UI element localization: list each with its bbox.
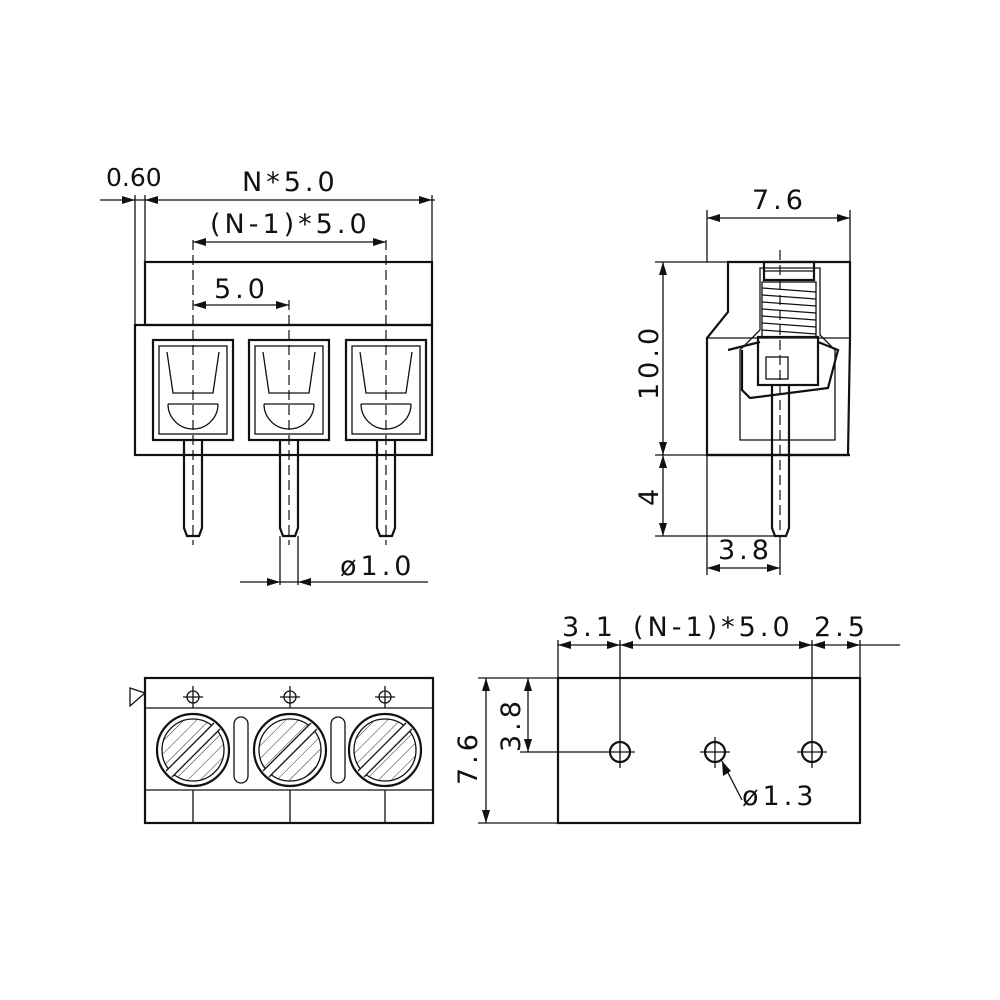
pcb-footprint-outline [556,676,862,825]
spring-clip [727,340,840,400]
dim-label-hole-dia: ø1.3 [742,781,817,812]
slot-2 [330,716,346,784]
front-body-outline [133,323,434,457]
screw-holes [155,712,423,788]
dim-label-total: N*5.0 [242,167,339,198]
dim-label-wall: 0.60 [106,163,162,192]
dim-label-span: (N-1)*5.0 [210,209,371,240]
pcb-layout-view: 3.1 (N-1)*5.0 2.5 3.8 7.6 ø1.3 [453,612,900,825]
dim-label-pcb-depth: 7.6 [453,730,484,785]
dim-label-left-edge: 3.1 [562,612,617,643]
dim-label-right-edge: 2.5 [814,612,869,643]
dim-label-hole-row: 3.8 [496,697,527,752]
screw-thread [761,281,817,338]
side-view: 7.6 10.0 4 3.8 [634,185,852,575]
dim-label-pcb-span: (N-1)*5.0 [633,612,794,643]
top-view [129,676,435,825]
dim-label-side-width: 7.6 [752,185,807,216]
pins [182,440,397,538]
pcb-holes [605,737,827,768]
dim-label-side-height: 10.0 [634,324,665,400]
top-body-outline [143,676,435,825]
dim-label-pin-offset: 3.8 [718,535,773,566]
dim-label-pitch: 5.0 [214,274,269,305]
top-small-holes [183,686,395,708]
dim-label-pin-len: 4 [634,485,665,506]
dim-label-pin-dia: ø1.0 [340,551,415,582]
pin-3 [375,440,397,538]
front-view: 0.60 N*5.0 (N-1)*5.0 5.0 ø1.0 [100,163,435,586]
pin-1 [182,440,204,538]
polarity-mark [129,687,147,708]
slot-1 [233,716,249,784]
pin-2 [278,440,300,538]
side-housing-section [705,260,852,457]
